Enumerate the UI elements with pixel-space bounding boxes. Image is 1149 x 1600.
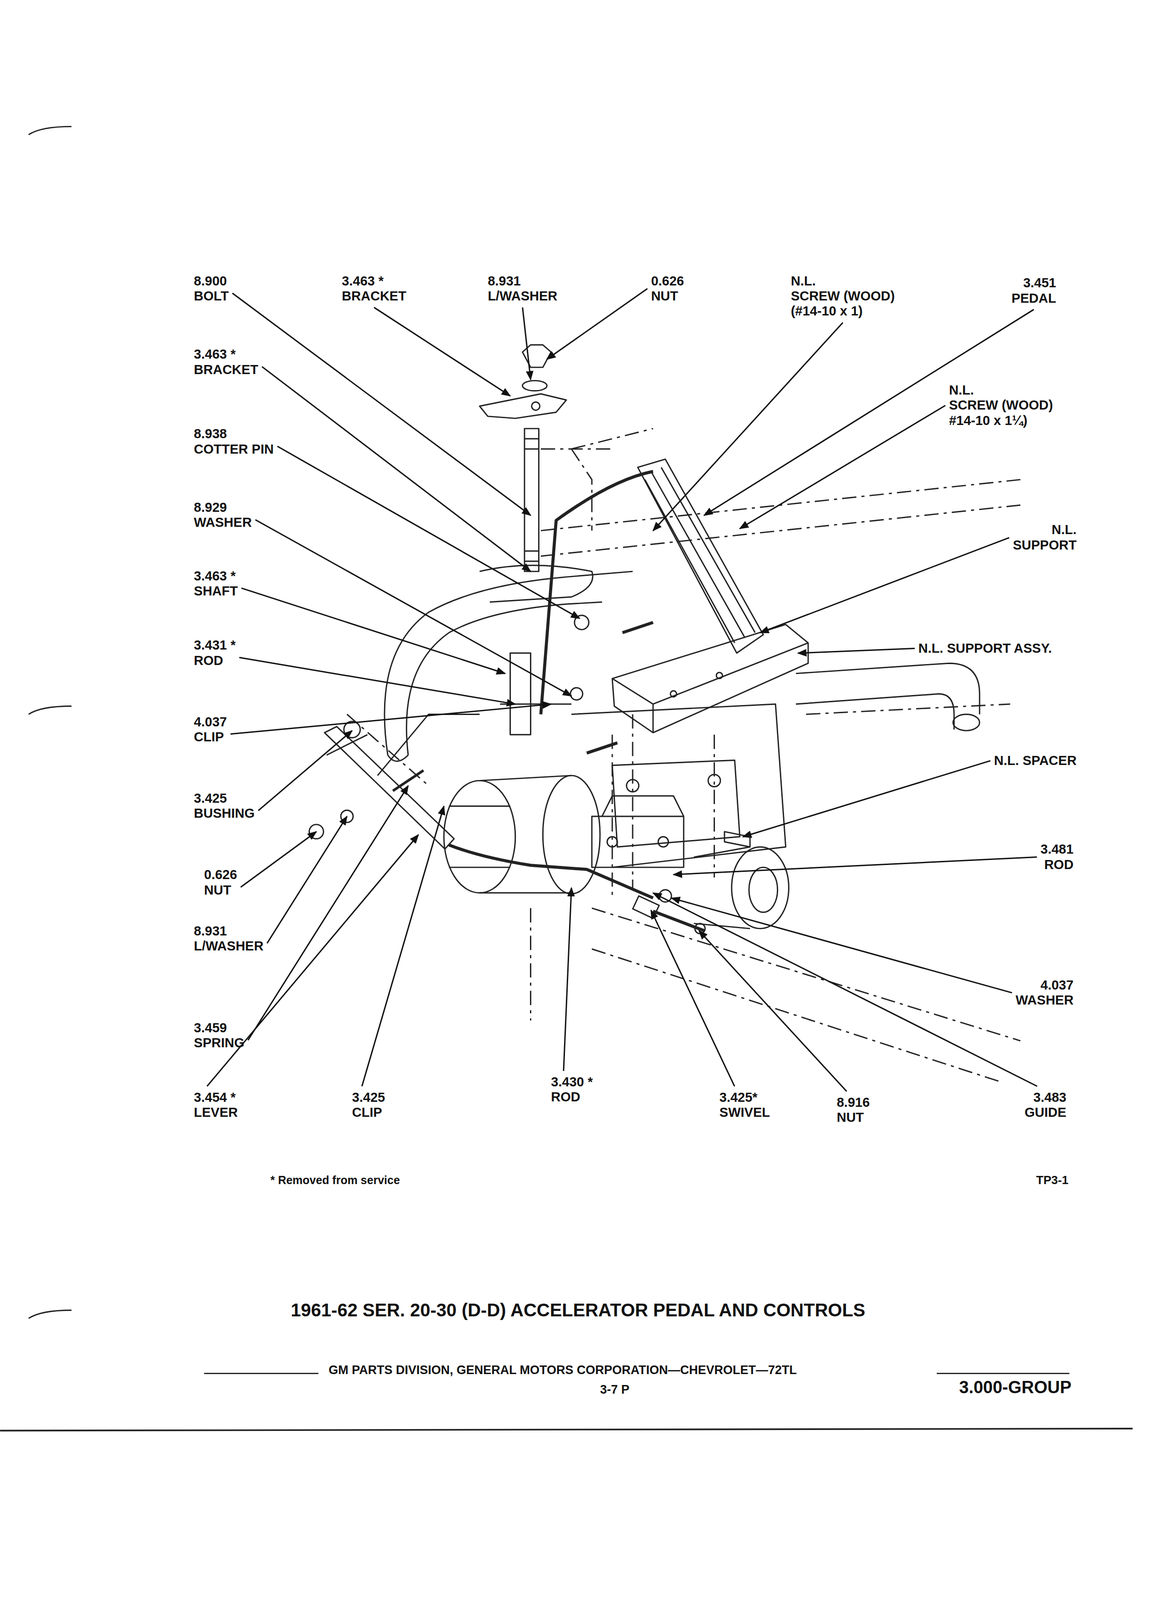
callout-label: N.L. SCREW (WOOD) #14-10 x 1¼) xyxy=(949,382,1054,429)
callout-label: 4.037 WASHER xyxy=(1015,977,1074,1009)
note-text: 3-7 P xyxy=(599,1382,630,1397)
callout-label: N.L. SCREW (WOOD) (#14-10 x 1) xyxy=(790,273,895,320)
leader-line xyxy=(650,910,735,1087)
leader-line xyxy=(742,760,991,837)
leader-line xyxy=(240,831,317,888)
callout-label: 3.463 * SHAFT xyxy=(194,568,239,600)
leader-line xyxy=(522,307,531,380)
callout-label: 0.626 NUT xyxy=(204,867,238,898)
callout-label: 3.431 * ROD xyxy=(194,637,236,669)
callout-label: 8.938 COTTER PIN xyxy=(194,426,275,457)
callout-label: 3.483 GUIDE xyxy=(1024,1089,1067,1121)
callout-label: 3.425* SWIVEL xyxy=(719,1089,770,1121)
callout-label: 8.916 NUT xyxy=(836,1094,870,1126)
callout-label: 0.626 NUT xyxy=(650,273,685,305)
leader-line xyxy=(248,785,409,1041)
leader-line xyxy=(699,930,847,1092)
leader-line xyxy=(374,307,511,396)
leader-line xyxy=(239,657,515,705)
leader-line xyxy=(671,898,1012,993)
callout-label: 4.037 CLIP xyxy=(194,714,228,745)
leader-line xyxy=(261,366,531,572)
callout-label: 8.931 L/WASHER xyxy=(487,273,558,305)
leader-line xyxy=(258,730,352,811)
leader-line xyxy=(563,887,572,1071)
leader-line xyxy=(704,309,1034,516)
callout-label: 3.425 CLIP xyxy=(352,1089,386,1121)
leader-line xyxy=(798,648,915,654)
callout-label: N.L. SUPPORT ASSY. xyxy=(918,640,1053,656)
callout-label: 3.451 PEDAL xyxy=(1011,275,1056,306)
leader-line xyxy=(760,537,1010,633)
leader-line xyxy=(739,405,946,529)
callout-label: 8.929 WASHER xyxy=(194,499,252,531)
note-text: TP3-1 xyxy=(1036,1173,1069,1188)
leader-line xyxy=(232,293,531,516)
callout-label: 3.425 BUSHING xyxy=(194,790,255,822)
callout-label: 3.463 * BRACKET xyxy=(194,346,259,378)
leader-line xyxy=(546,288,648,360)
leader-line xyxy=(653,892,1038,1086)
callout-label: 3.430 * ROD xyxy=(550,1074,593,1105)
figure-title: 1961-62 SER. 20-30 (D-D) ACCELERATOR PED… xyxy=(290,1299,866,1321)
note-text: * Removed from service xyxy=(270,1173,400,1187)
note-text: 3.000-GROUP xyxy=(959,1377,1072,1398)
note-text: GM PARTS DIVISION, GENERAL MOTORS CORPOR… xyxy=(328,1363,797,1378)
callout-label: N.L. SPACER xyxy=(994,753,1077,769)
leader-line xyxy=(361,806,444,1087)
callout-label: 3.454 * LEVER xyxy=(194,1089,239,1121)
callout-label: 8.900 BOLT xyxy=(194,273,230,305)
leader-line xyxy=(653,322,843,531)
leader-line xyxy=(267,816,348,944)
callout-label: 3.463 * BRACKET xyxy=(341,273,407,305)
callout-label: N.L. SUPPORT xyxy=(1012,522,1077,553)
leader-line xyxy=(277,446,580,619)
callout-label: 8.931 L/WASHER xyxy=(194,923,264,955)
leader-line xyxy=(230,704,551,735)
callout-label: 3.459 SPRING xyxy=(194,1020,245,1051)
leader-line xyxy=(241,588,505,674)
callout-label: 3.481 ROD xyxy=(1040,841,1074,873)
leader-line xyxy=(673,857,1038,875)
